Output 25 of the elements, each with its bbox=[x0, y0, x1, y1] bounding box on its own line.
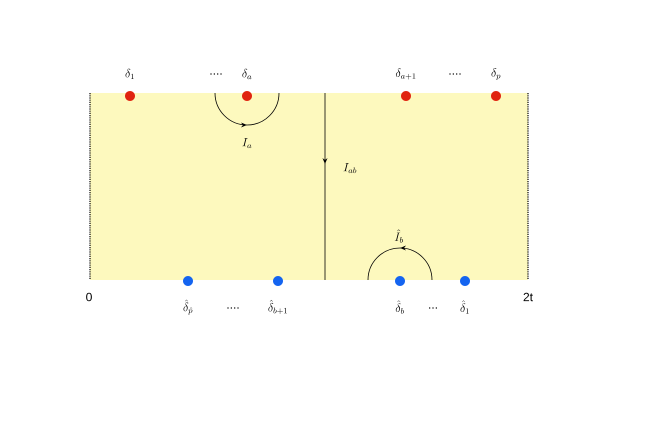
ellipsis: .... bbox=[227, 307, 239, 309]
contour-label: $\hat{I}_b$ bbox=[394, 229, 404, 243]
point-dot bbox=[491, 91, 501, 101]
ellipsis: .... bbox=[210, 73, 222, 75]
point-label: $\hat{\delta}_{\hat{p}}$ bbox=[184, 300, 192, 314]
point-label: $\hat{\delta}_1$ bbox=[460, 300, 469, 314]
contour-label: $I_{ab}$ bbox=[344, 163, 356, 174]
point-dot bbox=[183, 276, 193, 286]
point-dot bbox=[125, 91, 135, 101]
point-label: $\delta_{a+1}$ bbox=[396, 68, 416, 80]
point-dot bbox=[273, 276, 283, 286]
point-dot bbox=[401, 91, 411, 101]
axis-label: 2t bbox=[524, 292, 533, 302]
point-label: $\hat{\delta}_b$ bbox=[396, 300, 404, 314]
axis-label: 0 bbox=[86, 292, 92, 302]
point-label: $\delta_1$ bbox=[126, 68, 134, 80]
point-label: $\hat{\delta}_{b+1}$ bbox=[268, 300, 287, 314]
contour-label: $I_a$ bbox=[242, 138, 252, 148]
point-dot bbox=[460, 276, 470, 286]
point-dot bbox=[395, 276, 405, 286]
point-label: $\delta_a$ bbox=[242, 68, 252, 80]
point-label: $\delta_p$ bbox=[492, 68, 500, 80]
ellipsis: ... bbox=[429, 307, 437, 309]
point-dot bbox=[242, 91, 252, 101]
ellipsis: .... bbox=[449, 73, 461, 75]
